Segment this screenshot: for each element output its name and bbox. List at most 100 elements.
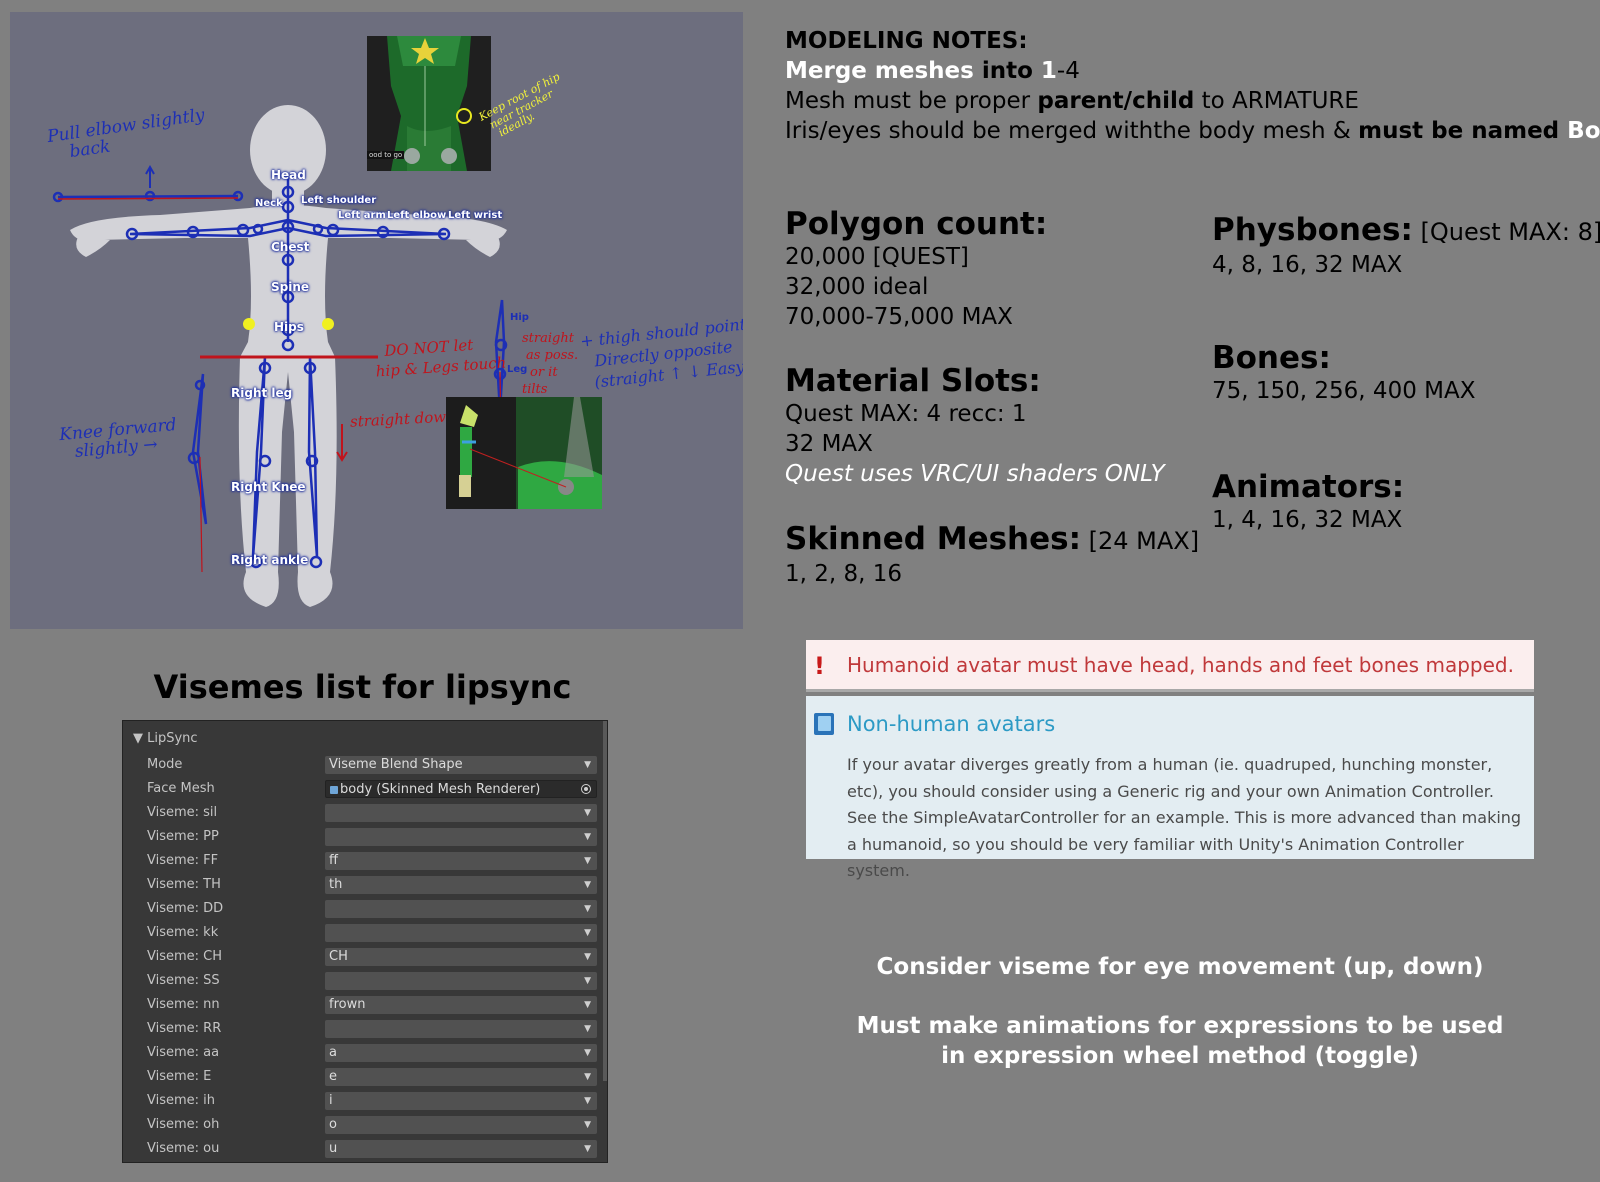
- viseme-th-dropdown[interactable]: th▼: [325, 876, 597, 894]
- viseme-ff-dropdown[interactable]: ff▼: [325, 852, 597, 870]
- skinned-meshes-title: Skinned Meshes: [24 MAX]: [785, 521, 1200, 557]
- note-straight-as-possible: straight as poss. or it tilts: [522, 331, 579, 397]
- joints: [52, 185, 508, 569]
- dropdown-arrow-icon: ▼: [584, 976, 591, 986]
- dropdown-arrow-icon: ▼: [584, 1144, 591, 1154]
- eye-viseme-note: Consider viseme for eye movement (up, do…: [876, 954, 1484, 980]
- lipsync-row-mode: Mode Viseme Blend Shape▼: [147, 755, 597, 775]
- dropdown-arrow-icon: ▼: [584, 1120, 591, 1130]
- viseme-rr-dropdown[interactable]: ▼: [325, 1020, 597, 1038]
- face-mesh-field[interactable]: body (Skinned Mesh Renderer): [325, 780, 597, 798]
- polygon-count-line: 32,000 ideal: [785, 274, 929, 300]
- label-left-arm: Left arm: [338, 210, 386, 221]
- viseme-nn-dropdown[interactable]: frown▼: [325, 996, 597, 1014]
- label-right-leg: Right leg: [231, 386, 293, 400]
- polygon-count-line: 20,000 [QUEST]: [785, 244, 969, 270]
- viseme-row-oh: Viseme: oh o▼: [147, 1115, 597, 1135]
- viseme-row-dd: Viseme: DD ▼: [147, 899, 597, 919]
- bones-title: Bones:: [1212, 340, 1331, 376]
- viseme-oh-dropdown[interactable]: o▼: [325, 1116, 597, 1134]
- viseme-row-th: Viseme: TH th▼: [147, 875, 597, 895]
- expression-animation-note: Must make animations for expressions to …: [856, 1013, 1504, 1069]
- lipsync-inspector: ▼ LipSync Mode Viseme Blend Shape▼ Face …: [122, 720, 608, 1163]
- info-title: Non-human avatars: [847, 712, 1056, 736]
- polygon-count-title: Polygon count:: [785, 206, 1048, 242]
- polygon-count-line: 70,000-75,000 MAX: [785, 304, 1013, 330]
- exclamation-icon: !: [814, 652, 825, 680]
- rig-diagram: Head Neck Left shoulder Left arm Left el…: [10, 12, 743, 629]
- viseme-kk-dropdown[interactable]: ▼: [325, 924, 597, 942]
- label-right-ankle: Right ankle: [231, 553, 309, 567]
- viseme-row-e: Viseme: E e▼: [147, 1067, 597, 1087]
- mode-dropdown[interactable]: Viseme Blend Shape▼: [325, 756, 597, 774]
- inspector-scrollbar[interactable]: [603, 721, 607, 1081]
- label-leg-side: Leg: [507, 364, 528, 375]
- physbones-block: Physbones: [Quest MAX: 8] 4, 8, 16, 32 M…: [1212, 212, 1600, 280]
- viseme-row-ou: Viseme: ou u▼: [147, 1139, 597, 1159]
- viseme-ou-dropdown[interactable]: u▼: [325, 1140, 597, 1158]
- viseme-row-kk: Viseme: kk ▼: [147, 923, 597, 943]
- viseme-row-ss: Viseme: SS ▼: [147, 971, 597, 991]
- label-left-shoulder: Left shoulder: [301, 195, 377, 206]
- material-slots-note: Quest uses VRC/UI shaders ONLY: [785, 461, 1165, 487]
- object-picker-icon[interactable]: [581, 784, 591, 794]
- left-hip-tracker: [243, 318, 255, 330]
- viseme-row-ch: Viseme: CH CH▼: [147, 947, 597, 967]
- notes-merge-line: Merge meshes into 1-4: [785, 58, 1080, 84]
- label-chest: Chest: [271, 240, 310, 254]
- viseme-row-rr: Viseme: RR ▼: [147, 1019, 597, 1039]
- animators-line: 1, 4, 16, 32 MAX: [1212, 507, 1403, 533]
- viseme-dd-dropdown[interactable]: ▼: [325, 900, 597, 918]
- label-spine: Spine: [271, 280, 310, 294]
- dropdown-arrow-icon: ▼: [584, 1048, 591, 1058]
- lipsync-row-face-mesh: Face Mesh body (Skinned Mesh Renderer): [147, 779, 597, 799]
- dropdown-arrow-icon: ▼: [584, 856, 591, 866]
- right-hip-tracker: [322, 318, 334, 330]
- lipsync-foldout[interactable]: ▼ LipSync: [133, 731, 198, 746]
- viseme-row-ih: Viseme: ih i▼: [147, 1091, 597, 1111]
- viseme-ch-dropdown[interactable]: CH▼: [325, 948, 597, 966]
- dropdown-arrow-icon: ▼: [584, 808, 591, 818]
- thumbnail-tag: ood to go: [367, 151, 405, 159]
- label-neck: Neck: [255, 198, 283, 209]
- polygon-count-block: Polygon count: 20,000 [QUEST] 32,000 ide…: [785, 206, 1047, 332]
- label-hip-side: Hip: [510, 312, 529, 323]
- rig-drawing: [52, 105, 508, 607]
- dropdown-arrow-icon: ▼: [584, 1024, 591, 1034]
- dropdown-arrow-icon: ▼: [584, 760, 591, 770]
- visemes-title: Visemes list for lipsync: [153, 668, 572, 706]
- viseme-ih-dropdown[interactable]: i▼: [325, 1092, 597, 1110]
- warning-text: Humanoid avatar must have head, hands an…: [847, 653, 1514, 677]
- viseme-e-dropdown[interactable]: e▼: [325, 1068, 597, 1086]
- label-left-elbow: Left elbow: [387, 210, 447, 221]
- viseme-row-ff: Viseme: FF ff▼: [147, 851, 597, 871]
- label-head: Head: [271, 168, 306, 182]
- mesh-icon: [330, 785, 338, 794]
- viseme-ss-dropdown[interactable]: ▼: [325, 972, 597, 990]
- modeling-notes: MODELING NOTES: Merge meshes into 1-4 Me…: [785, 26, 1600, 146]
- viseme-row-nn: Viseme: nn frown▼: [147, 995, 597, 1015]
- material-slots-line: 32 MAX: [785, 431, 873, 457]
- info-callout: Non-human avatars If your avatar diverge…: [806, 696, 1534, 880]
- dropdown-arrow-icon: ▼: [584, 880, 591, 890]
- dropdown-arrow-icon: ▼: [584, 1072, 591, 1082]
- label-left-wrist: Left wrist: [448, 210, 503, 221]
- dropdown-arrow-icon: ▼: [584, 1000, 591, 1010]
- dropdown-arrow-icon: ▼: [584, 928, 591, 938]
- skinned-meshes-block: Skinned Meshes: [24 MAX] 1, 2, 8, 16: [785, 521, 1199, 589]
- physbones-line: 4, 8, 16, 32 MAX: [1212, 252, 1403, 278]
- hip-tracker-thumbnail: ood to go: [367, 36, 491, 171]
- material-slots-line: Quest MAX: 4 recc: 1: [785, 401, 1027, 427]
- viseme-row-pp: Viseme: PP ▼: [147, 827, 597, 847]
- dropdown-arrow-icon: ▼: [584, 832, 591, 842]
- book-icon: [814, 713, 834, 735]
- label-right-knee: Right Knee: [231, 480, 306, 494]
- label-hips: Hips: [274, 320, 304, 334]
- viseme-pp-dropdown[interactable]: ▼: [325, 828, 597, 846]
- viseme-aa-dropdown[interactable]: a▼: [325, 1044, 597, 1062]
- physbones-title: Physbones: [Quest MAX: 8]: [1212, 212, 1600, 248]
- notes-parent-line: Mesh must be proper parent/child to ARMA…: [785, 88, 1359, 114]
- viseme-sil-dropdown[interactable]: ▼: [325, 804, 597, 822]
- dropdown-arrow-icon: ▼: [584, 904, 591, 914]
- warning-callout: ! Humanoid avatar must have head, hands …: [806, 640, 1534, 692]
